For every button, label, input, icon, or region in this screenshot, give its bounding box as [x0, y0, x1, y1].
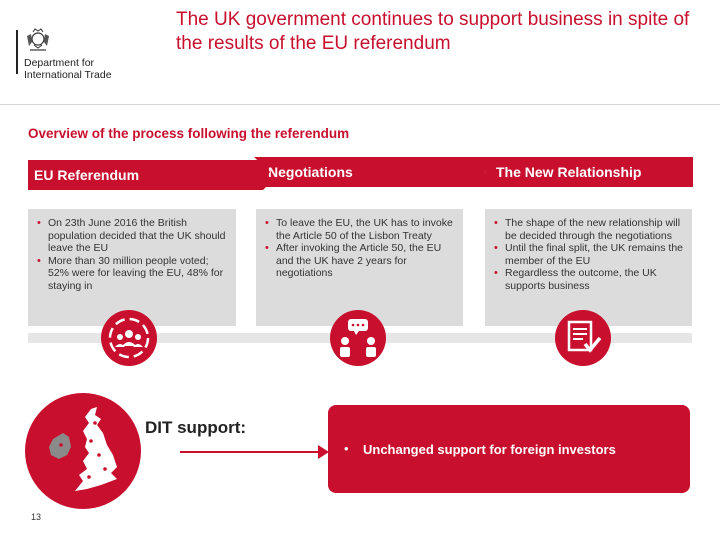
- dit-support-text: Unchanged support for foreign investors: [363, 442, 616, 457]
- logo-line-1: Department for: [24, 57, 95, 69]
- page-number: 13: [31, 512, 42, 522]
- bullet-item: After invoking the Article 50, the EU an…: [265, 242, 457, 280]
- stage-header-eu-referendum: EU Referendum: [28, 160, 278, 190]
- header-divider: [0, 104, 720, 105]
- support-bullet: •: [344, 441, 349, 456]
- section-subtitle: Overview of the process following the re…: [28, 126, 350, 141]
- bullet-item: Until the final split, the UK remains th…: [494, 242, 686, 267]
- bullet-item: The shape of the new relationship will b…: [494, 217, 686, 242]
- bullet-item: On 23th June 2016 the British population…: [37, 217, 230, 255]
- stage-panel-new-relationship: The shape of the new relationship will b…: [485, 209, 692, 326]
- stage-panel-negotiations: To leave the EU, the UK has to invoke th…: [256, 209, 463, 326]
- stage-label: EU Referendum: [34, 167, 140, 183]
- logo-bar: [16, 30, 18, 74]
- stage-label: The New Relationship: [496, 164, 642, 180]
- dit-support-label: DIT support:: [145, 418, 247, 437]
- arrow-right-icon: [180, 445, 329, 459]
- stage-panel-eu-referendum: On 23th June 2016 the British population…: [28, 209, 236, 326]
- bullet-item: To leave the EU, the UK has to invoke th…: [265, 217, 457, 242]
- logo-line-2: International Trade: [24, 69, 112, 81]
- slide-title: The UK government continues to support b…: [176, 9, 690, 54]
- stage-label: Negotiations: [268, 164, 353, 180]
- discussion-icon: [330, 310, 386, 366]
- royal-crest-icon: [27, 28, 49, 51]
- uk-map-icon: [25, 393, 141, 509]
- dit-support-panel: [328, 405, 690, 493]
- stage-header-new-relationship: The New Relationship: [468, 157, 693, 187]
- bullet-item: More than 30 million people voted; 52% w…: [37, 255, 230, 293]
- bullet-item: Regardless the outcome, the UK supports …: [494, 267, 686, 292]
- dit-logo: Department for International Trade: [14, 28, 144, 88]
- checklist-icon: [555, 310, 611, 366]
- logo-text: Department for International Trade: [24, 57, 112, 81]
- people-group-icon: [101, 310, 157, 366]
- stage-header-negotiations: Negotiations: [254, 157, 486, 187]
